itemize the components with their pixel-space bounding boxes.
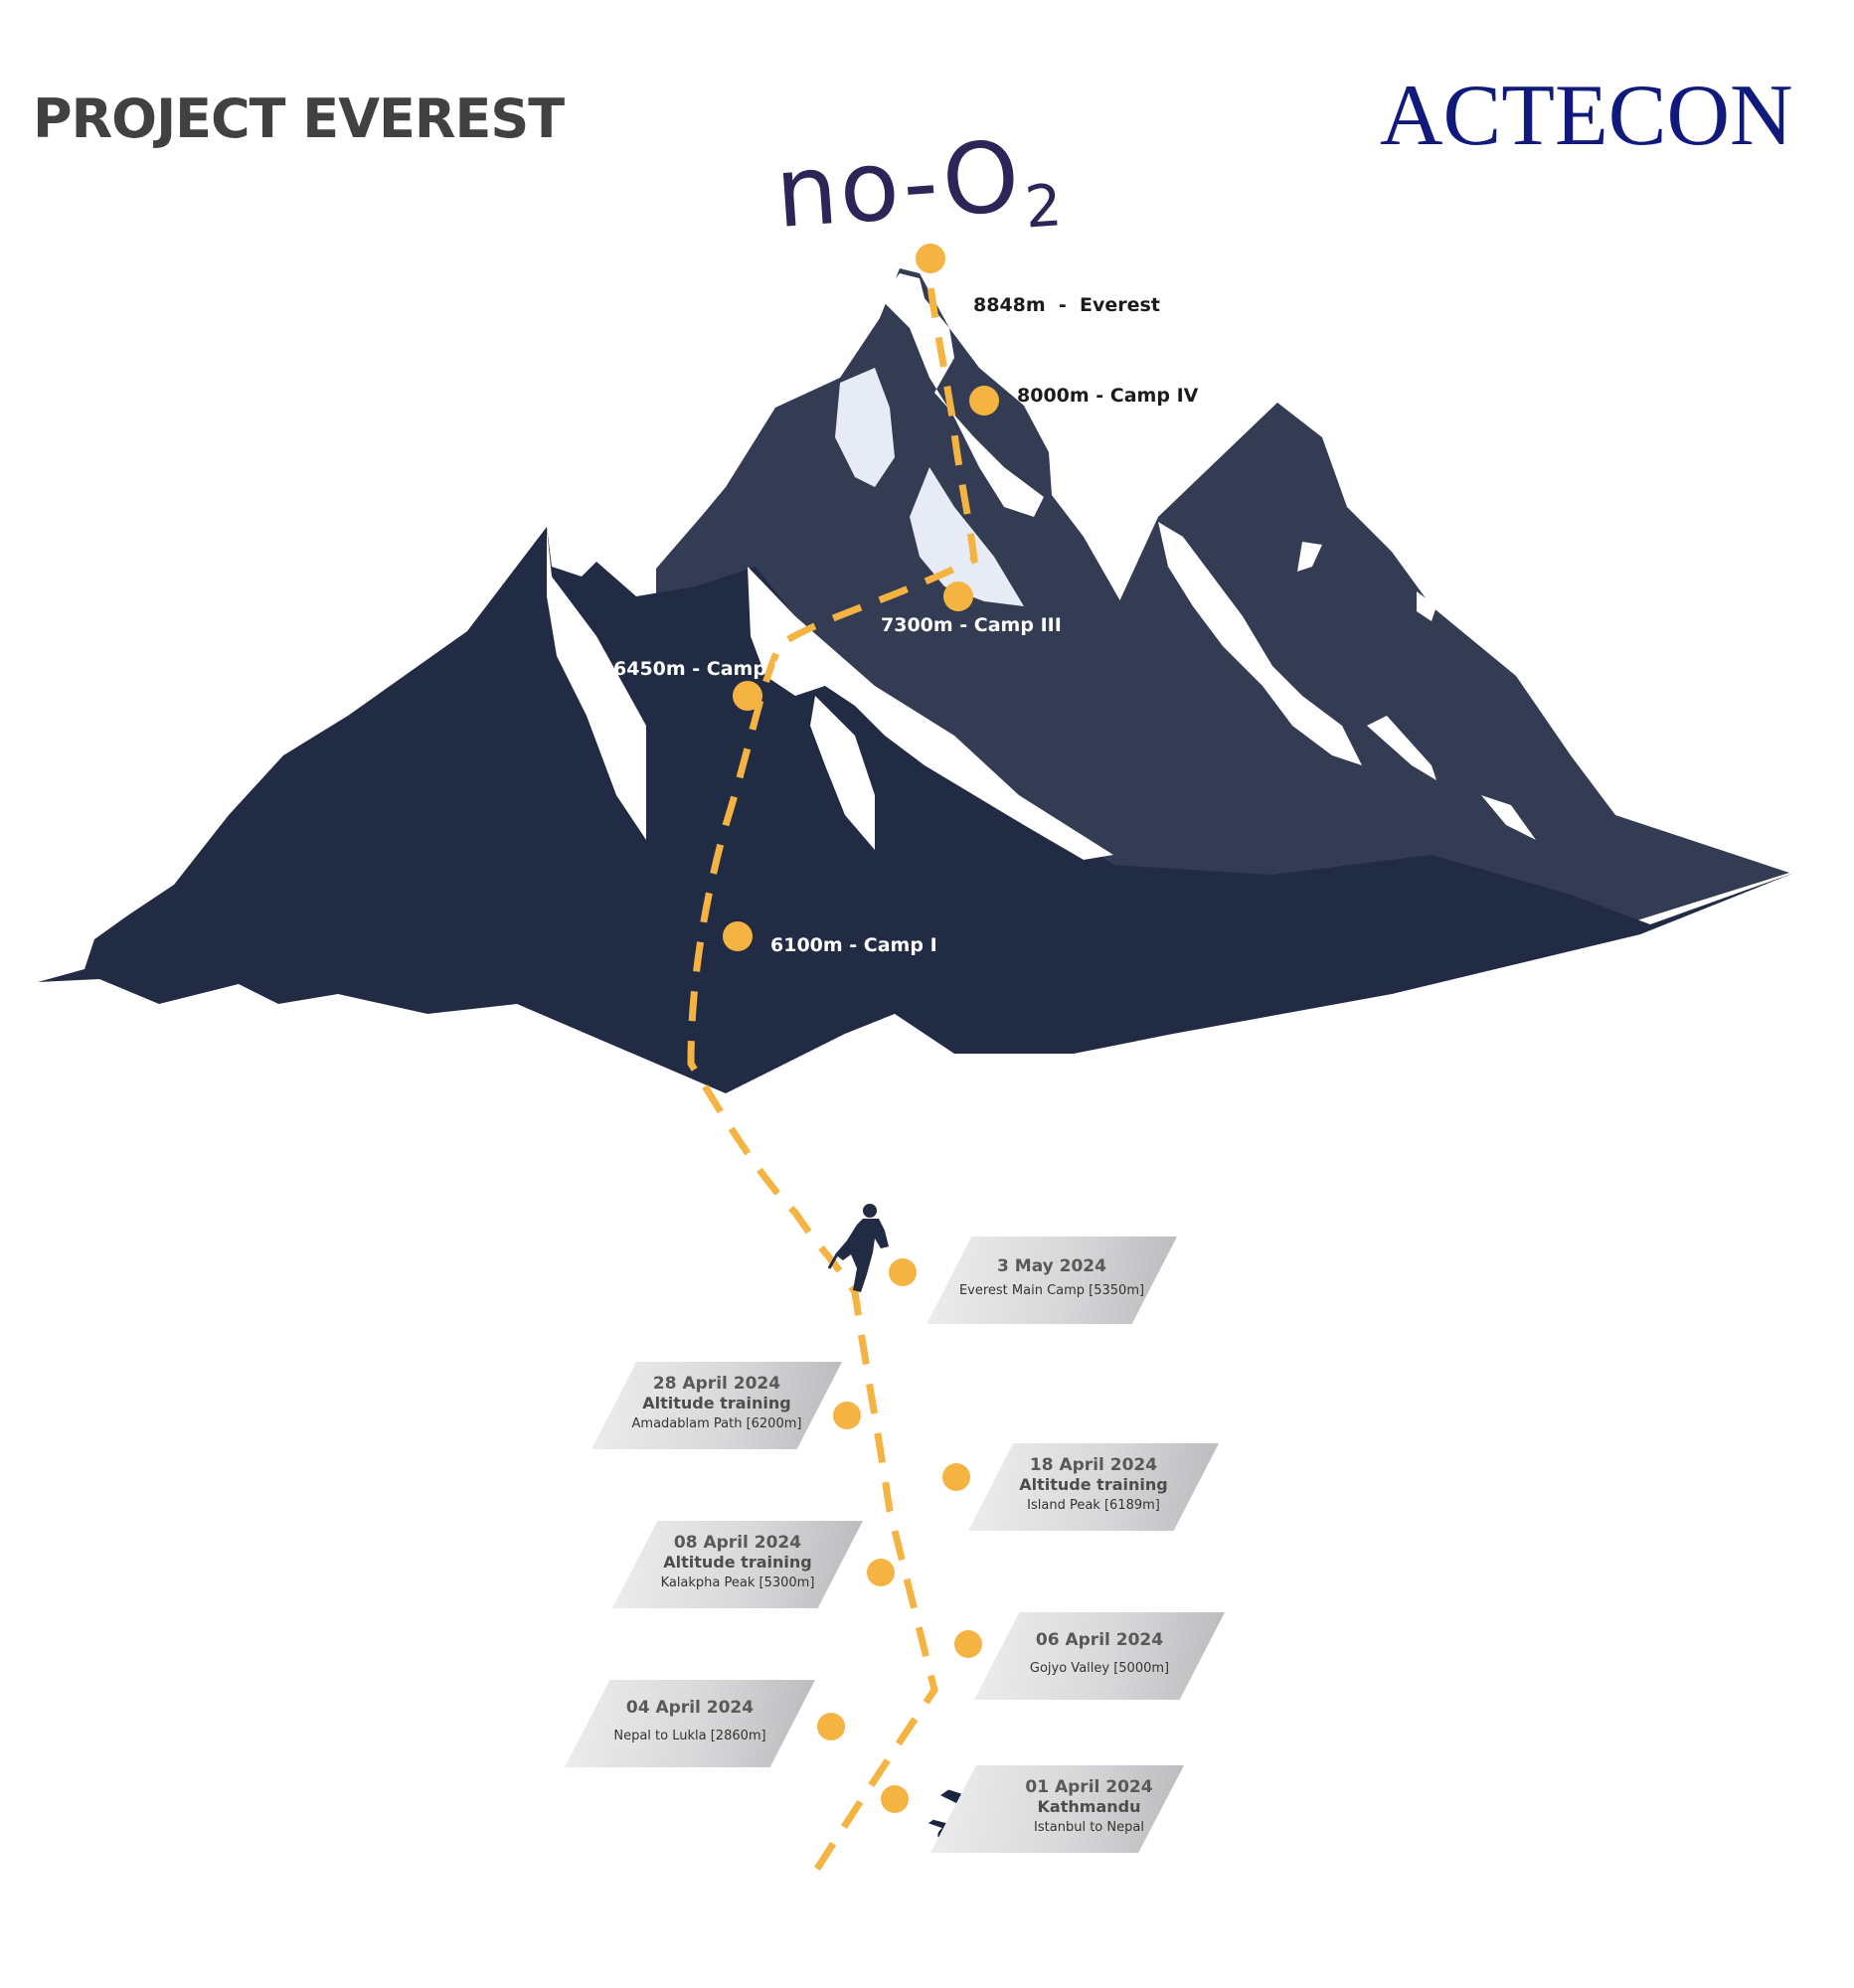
timeline-marker-base-camp — [889, 1258, 917, 1286]
timeline-marker-gojyo — [954, 1630, 982, 1658]
timeline-marker-lukla — [817, 1713, 845, 1740]
card-place: Everest Main Camp [5350m] — [958, 1283, 1145, 1298]
mountain-range — [38, 268, 1794, 1093]
card-date: 3 May 2024 — [997, 1256, 1106, 1276]
card-place: Amadablam Path [6200m] — [631, 1416, 802, 1431]
card-place: Nepal to Lukla [2860m] — [613, 1729, 766, 1743]
timeline-card-lukla: 04 April 2024 Nepal to Lukla [2860m] — [565, 1680, 815, 1767]
snow-patches — [547, 273, 1536, 860]
timeline-card-kathmandu: 01 April 2024 Kathmandu Istanbul to Nepa… — [930, 1765, 1184, 1853]
card-title: Kathmandu — [1037, 1797, 1141, 1816]
timeline-markers — [817, 1258, 982, 1813]
card-date: 18 April 2024 — [1029, 1455, 1158, 1475]
timeline-card-base-camp: 3 May 2024 Everest Main Camp [5350m] — [927, 1237, 1177, 1324]
mountain-front-left — [38, 527, 1794, 1093]
timeline-marker-island-peak — [942, 1463, 970, 1491]
timeline-card-kalakpha: 08 April 2024 Altitude training Kalakpha… — [612, 1521, 863, 1608]
card-title: Altitude training — [663, 1553, 812, 1572]
snow-left-face — [835, 368, 895, 487]
snow-right-patch-1 — [1297, 542, 1322, 572]
snow-ridge-left — [547, 529, 646, 840]
card-title: Altitude training — [642, 1394, 791, 1412]
camp-marker-camp-iv — [969, 386, 999, 415]
camp-marker-camp-iii — [943, 581, 973, 611]
summit-camp-markers — [723, 244, 999, 951]
snow-right-range — [1158, 522, 1362, 765]
card-date: 04 April 2024 — [625, 1698, 755, 1718]
card-place: Istanbul to Nepal — [1034, 1820, 1144, 1835]
timeline-marker-kathmandu — [881, 1785, 909, 1813]
page-title: PROJECT EVEREST — [33, 87, 565, 150]
brand-logo: ACTECON — [1380, 68, 1793, 164]
camp-marker-camp-i — [723, 921, 753, 951]
camp-marker-camp-ii — [733, 681, 762, 711]
card-title: Altitude training — [1019, 1475, 1168, 1494]
card-place: Gojyo Valley [5000m] — [1029, 1661, 1170, 1676]
card-date: 08 April 2024 — [673, 1533, 802, 1553]
climbing-route-path — [687, 277, 978, 1871]
timeline-marker-amadablam — [833, 1402, 861, 1429]
card-place: Kalakpha Peak [5300m] — [660, 1575, 815, 1590]
camp-label-camp-ii: 6450m - Camp II — [613, 658, 787, 680]
camp-label-camp-i: 6100m - Camp I — [770, 934, 937, 956]
card-place: Island Peak [6189m] — [1027, 1498, 1160, 1513]
snow-summit — [880, 273, 1044, 517]
snow-right-patch-4 — [1417, 591, 1436, 621]
camp-label-camp-iii: 7300m - Camp III — [881, 614, 1062, 636]
camp-label-camp-iv: 8000m - Camp IV — [1017, 385, 1199, 407]
card-date: 06 April 2024 — [1035, 1630, 1164, 1650]
snow-ridge-lower — [810, 696, 875, 850]
snow-right-patch-3 — [1481, 795, 1536, 840]
snow-right-patch-2 — [1367, 716, 1436, 780]
camp-label-summit: 8848m - Everest — [973, 294, 1160, 316]
card-date: 01 April 2024 — [1025, 1777, 1153, 1797]
timeline-card-gojyo: 06 April 2024 Gojyo Valley [5000m] — [974, 1612, 1225, 1700]
card-date: 28 April 2024 — [652, 1374, 781, 1394]
timeline-card-amadablam: 28 April 2024 Altitude training Amadabla… — [591, 1362, 842, 1449]
climber-icon — [827, 1204, 889, 1292]
camp-marker-summit — [916, 244, 945, 273]
timeline-marker-kalakpha — [867, 1559, 895, 1586]
snow-center-face — [910, 467, 1024, 606]
timeline-card-island-peak: 18 April 2024 Altitude training Island P… — [968, 1443, 1219, 1531]
